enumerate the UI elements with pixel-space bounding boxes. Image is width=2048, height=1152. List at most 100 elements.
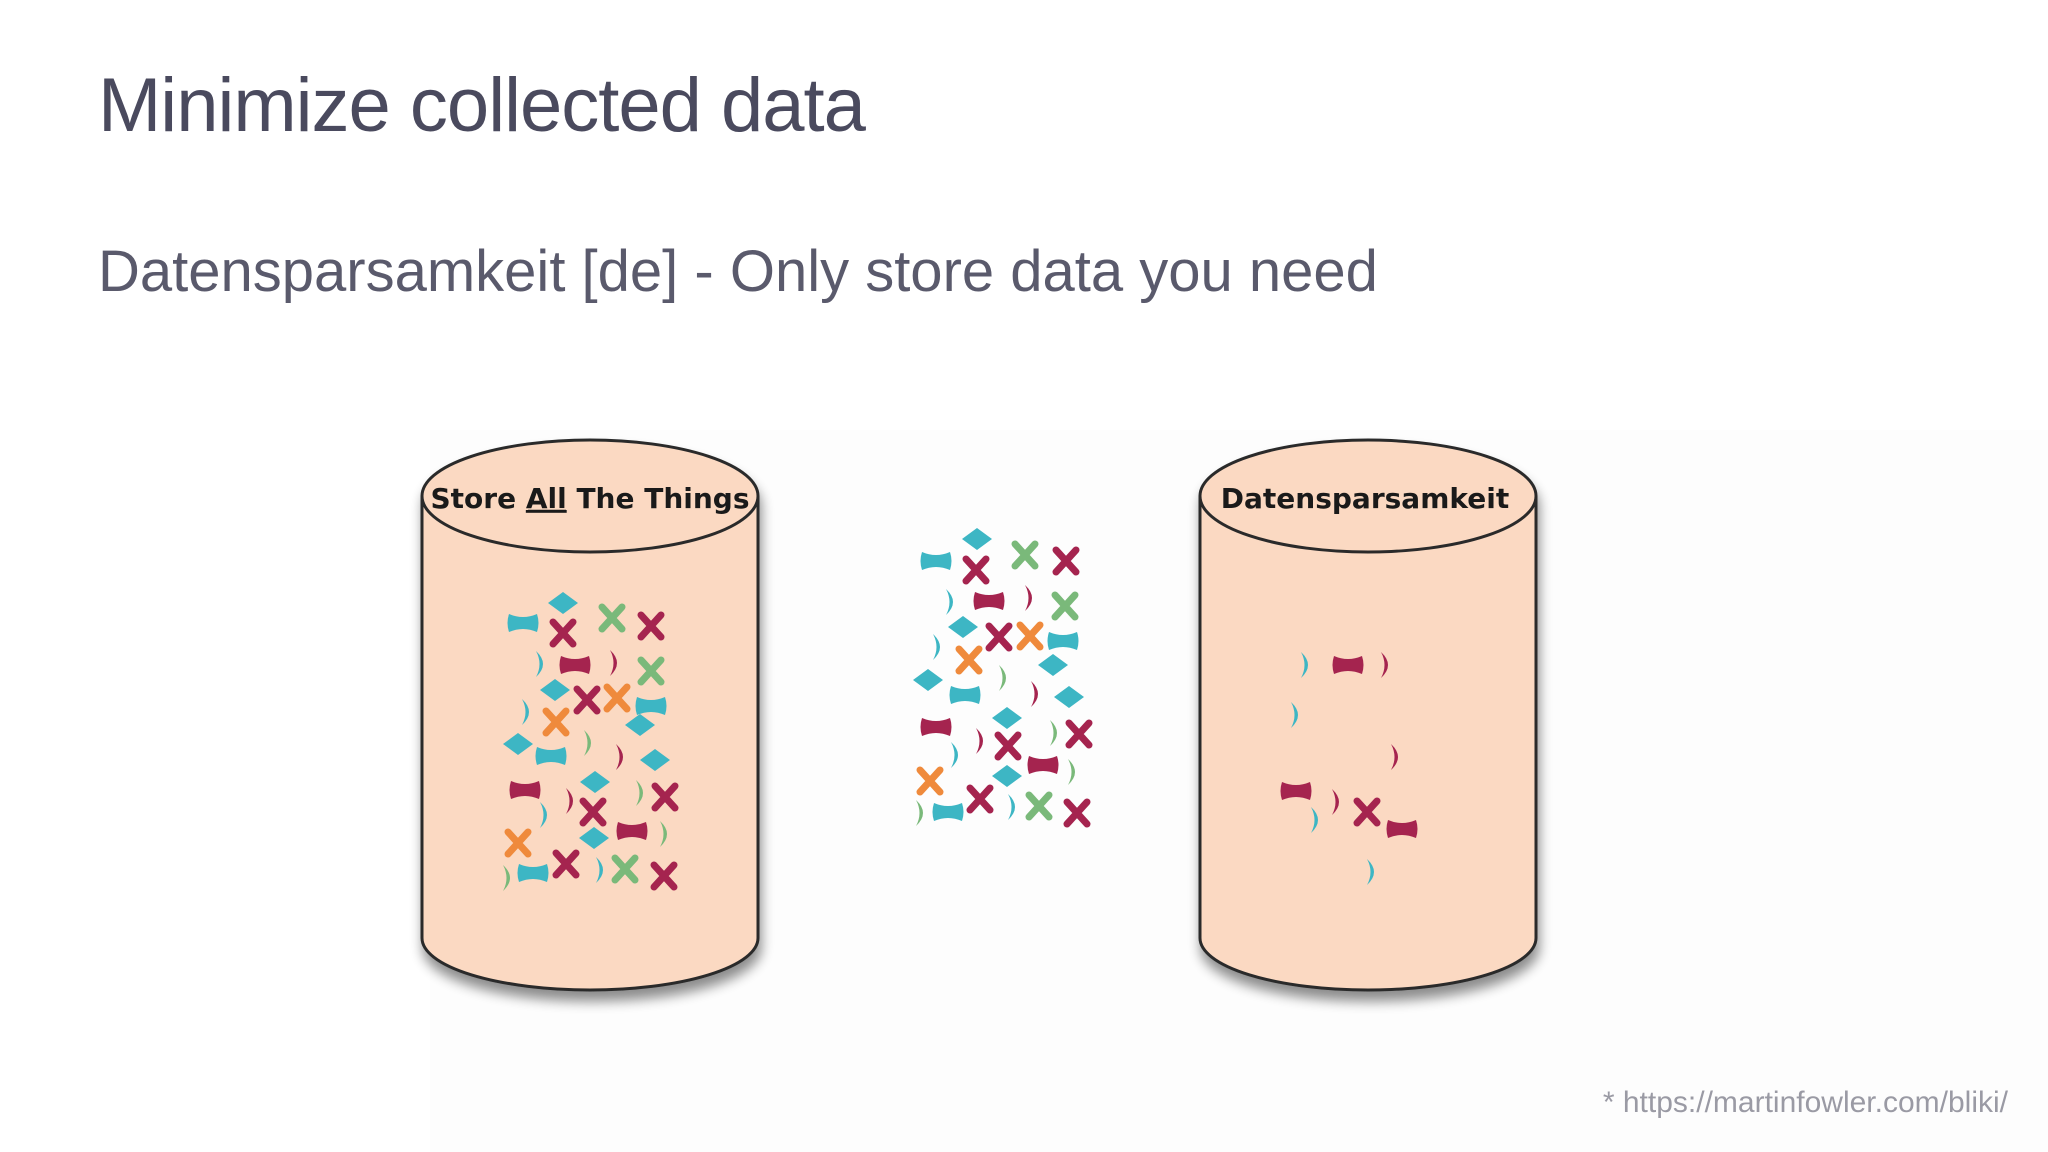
x-mark-icon xyxy=(611,854,639,884)
diamond-icon xyxy=(992,765,1022,787)
crescent-icon xyxy=(1311,807,1318,833)
x-mark-icon xyxy=(650,861,678,891)
crescent-icon xyxy=(540,802,547,828)
right-database-cylinder xyxy=(1198,438,1538,992)
crescent-icon xyxy=(1008,794,1015,820)
crescent-icon xyxy=(1025,585,1032,611)
bowtie-icon xyxy=(1047,632,1079,650)
x-mark-icon xyxy=(916,766,944,796)
bowtie-icon xyxy=(1280,782,1312,800)
bowtie-icon xyxy=(559,656,591,674)
diamond-icon xyxy=(948,616,978,638)
crescent-icon xyxy=(1068,759,1075,785)
diamond-icon xyxy=(503,733,533,755)
x-mark-icon xyxy=(1051,591,1079,621)
bowtie-icon xyxy=(616,822,648,840)
x-mark-icon xyxy=(1011,540,1039,570)
x-mark-icon xyxy=(1353,797,1381,827)
diamond-icon xyxy=(548,592,578,614)
slide-subtitle: Datensparsamkeit [de] - Only store data … xyxy=(98,239,1378,304)
crescent-icon xyxy=(566,788,573,814)
diamond-icon xyxy=(913,669,943,691)
diamond-icon xyxy=(580,771,610,793)
crescent-icon xyxy=(1367,859,1374,885)
x-mark-icon xyxy=(1065,719,1093,749)
crescent-icon xyxy=(1050,720,1057,746)
diamond-icon xyxy=(992,707,1022,729)
bowtie-icon xyxy=(973,592,1005,610)
crescent-icon xyxy=(536,651,543,677)
crescent-icon xyxy=(951,742,958,768)
crescent-icon xyxy=(1381,652,1388,678)
diamond-icon xyxy=(640,749,670,771)
x-mark-icon xyxy=(966,784,994,814)
x-mark-icon xyxy=(651,782,679,812)
bowtie-icon xyxy=(635,697,667,715)
diamond-icon xyxy=(1054,686,1084,708)
diamond-icon xyxy=(540,679,570,701)
bowtie-icon xyxy=(949,686,981,704)
left-label-post: The Things xyxy=(567,482,750,515)
bowtie-icon xyxy=(509,781,541,799)
x-mark-icon xyxy=(573,685,601,715)
bowtie-icon xyxy=(535,747,567,765)
bowtie-icon xyxy=(932,803,964,821)
left-database-label: Store All The Things xyxy=(430,482,749,515)
diamond-icon xyxy=(962,528,992,550)
crescent-icon xyxy=(636,780,643,806)
x-mark-icon xyxy=(1025,791,1053,821)
crescent-icon xyxy=(584,730,591,756)
bowtie-icon xyxy=(517,864,549,882)
crescent-icon xyxy=(1332,789,1339,815)
crescent-icon xyxy=(976,728,983,754)
crescent-icon xyxy=(503,865,510,891)
crescent-icon xyxy=(610,650,617,676)
x-mark-icon xyxy=(1016,621,1044,651)
x-mark-icon xyxy=(579,797,607,827)
crescent-icon xyxy=(1291,702,1298,728)
x-mark-icon xyxy=(598,603,626,633)
x-mark-icon xyxy=(1052,546,1080,576)
x-mark-icon xyxy=(955,645,983,675)
right-database-label: Datensparsamkeit xyxy=(1221,482,1509,515)
x-mark-icon xyxy=(603,683,631,713)
diamond-icon xyxy=(579,827,609,849)
x-mark-icon xyxy=(994,731,1022,761)
bowtie-icon xyxy=(1386,820,1418,838)
x-mark-icon xyxy=(1063,798,1091,828)
x-mark-icon xyxy=(637,611,665,641)
x-mark-icon xyxy=(637,656,665,686)
bowtie-icon xyxy=(920,718,952,736)
crescent-icon xyxy=(933,634,940,660)
left-label-pre: Store xyxy=(430,482,525,515)
x-mark-icon xyxy=(985,622,1013,652)
crescent-icon xyxy=(999,665,1006,691)
bowtie-icon xyxy=(920,552,952,570)
bowtie-icon xyxy=(1027,756,1059,774)
x-mark-icon xyxy=(962,555,990,585)
bowtie-icon xyxy=(507,614,539,632)
x-mark-icon xyxy=(552,849,580,879)
left-data-shapes xyxy=(503,592,679,891)
crescent-icon xyxy=(916,800,923,826)
diamond-icon xyxy=(1038,654,1068,676)
x-mark-icon xyxy=(504,828,532,858)
diamond-icon xyxy=(625,714,655,736)
crescent-icon xyxy=(1031,681,1038,707)
left-label-emphasis: All xyxy=(526,482,567,515)
source-footnote: * https://martinfowler.com/bliki/ xyxy=(1602,1086,2008,1119)
x-mark-icon xyxy=(549,618,577,648)
crescent-icon xyxy=(1301,652,1308,678)
crescent-icon xyxy=(946,589,953,615)
slide-title: Minimize collected data xyxy=(98,63,866,148)
right-data-shapes xyxy=(1280,652,1418,885)
crescent-icon xyxy=(596,857,603,883)
crescent-icon xyxy=(522,699,529,725)
left-database-cylinder xyxy=(420,438,760,992)
x-mark-icon xyxy=(542,707,570,737)
crescent-icon xyxy=(616,744,623,770)
middle-data-shapes xyxy=(913,528,1093,828)
crescent-icon xyxy=(1391,744,1398,770)
bowtie-icon xyxy=(1332,656,1364,674)
